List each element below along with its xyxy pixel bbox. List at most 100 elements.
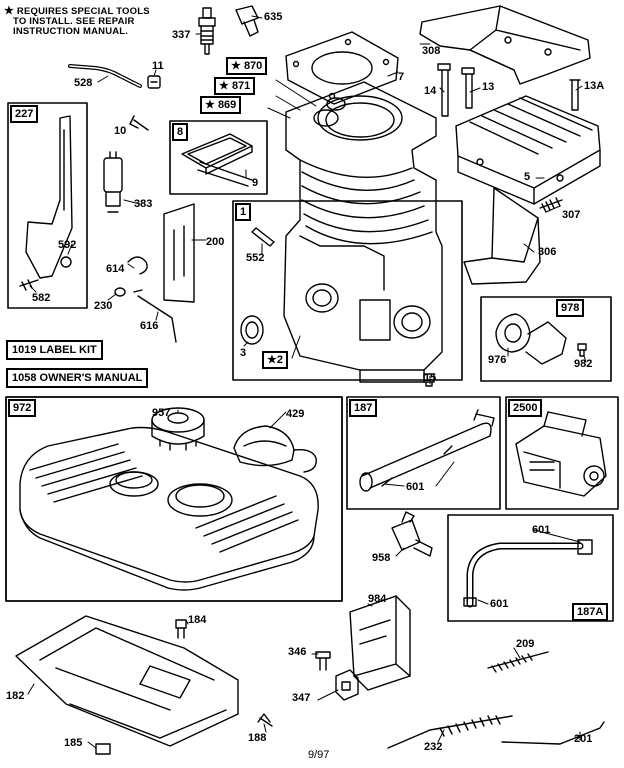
star-icon: ★ [205,99,215,111]
label-kit: 1019 LABEL KIT [6,340,103,360]
engine-thumbnail [515,411,607,497]
air-guide [463,187,541,285]
part-label-614: 614 [106,263,125,275]
part-label-13a: 13A [584,80,605,92]
owners-manual: 1058 OWNER'S MANUAL [6,368,149,388]
box-label-8: 8 [172,123,189,141]
screw-184 [175,619,187,639]
box-label-1: 1 [235,203,252,221]
cover-plate-assembly [495,313,587,365]
cylinder-head [455,95,601,205]
fuel-line-187 [359,409,495,492]
washer-230 [114,287,126,297]
notice-line-2: TO INSTALL. SEE REPAIR [13,16,135,27]
spring-209 [487,651,549,673]
fuel-line-187a [463,539,593,608]
spark-plug-boot [235,5,259,37]
head-gasket [285,31,399,105]
part-label-232: 232 [424,741,443,753]
box-label-2500: 2500 [508,399,543,417]
part-label-9: 9 [252,177,259,189]
box-label-972: 972 [8,399,37,417]
part-label-601-upper: 601 [406,481,425,493]
part-label-429: 429 [286,408,305,420]
nut-185 [95,743,111,755]
part-label-346: 346 [288,646,307,658]
air-cleaner-cover [349,595,411,691]
frame-972 [5,396,343,602]
frame-2500 [505,396,619,510]
box-label-187a: 187A [572,603,609,621]
part-label-958: 958 [372,552,391,564]
part-label-592: 592 [58,239,77,251]
shutoff-valve [391,511,433,557]
fuel-cap [151,407,205,451]
part-label-188: 188 [248,732,267,744]
part-label-184: 184 [188,614,207,626]
part-label-3: 3 [240,347,247,359]
frame-8 [169,120,268,195]
part-label-337: 337 [172,29,191,41]
part-label-976: 976 [488,354,507,366]
part-label-306: 306 [538,246,557,258]
part-label-582: 582 [32,292,51,304]
part-label-616: 616 [140,320,159,332]
part-label-957: 957 [152,407,171,419]
special-tool-869: ★ 869 [200,96,242,114]
star-icon: ★ [267,354,277,366]
knob-347 [335,669,359,701]
screw-10 [129,115,149,131]
part-label-230: 230 [94,300,113,312]
part-label-347: 347 [292,692,311,704]
part-label-982: 982 [574,358,593,370]
special-tool-869-number: 869 [217,99,237,111]
notice-star: ★ [4,5,15,17]
notice-line-1: REQUIRES SPECIAL TOOLS [16,6,150,17]
part-label-200: 200 [206,236,225,248]
box-label-187: 187 [349,399,378,417]
star-icon: ★ [231,60,241,72]
part-label-14: 14 [424,85,437,97]
breather-assembly [181,133,253,187]
oil-seal [240,315,264,345]
revision-date: 9/97 [308,749,330,761]
box-label-978: 978 [556,299,585,317]
part-label-307: 307 [562,209,581,221]
special-tools-notice: ★ REQUIRES SPECIAL TOOLS TO INSTALL. SEE… [4,6,150,37]
frame-187a [447,514,614,622]
part-label-552: 552 [246,252,265,264]
special-tool-871: ★ 871 [214,77,256,95]
tank-bracket [15,615,239,747]
special-tool-870: ★ 870 [226,57,268,75]
part-label-10: 10 [114,125,127,137]
governor-part-383 [103,151,123,213]
clip-614 [127,256,148,275]
part-label-185: 185 [64,737,83,749]
part-label-635: 635 [264,11,283,23]
part-label-182: 182 [6,690,25,702]
shroud-cover [419,5,591,85]
part-label-209: 209 [516,638,535,650]
part-label-383: 383 [134,198,153,210]
box-label-227: 227 [10,105,39,123]
fuel-tank [19,426,319,591]
vented-cap [233,425,317,473]
leader-lines [27,15,587,749]
spring-232 [387,715,513,749]
special-tool-2: ★2 [262,351,288,369]
cylinder-block [283,81,443,383]
special-tool-871-number: 871 [231,80,251,92]
star-icon: ★ [219,80,229,92]
part-label-5: 5 [524,171,531,183]
special-tool-870-number: 870 [243,60,263,72]
part-label-601-right: 601 [532,524,551,536]
governor-control-bracket [19,115,73,291]
notice-line-3: INSTRUCTION MANUAL. [13,26,129,37]
part-label-528: 528 [74,77,93,89]
part-label-11: 11 [152,60,164,72]
drain-plug [423,373,435,387]
part-label-7: 7 [398,71,405,83]
link-616 [133,289,177,343]
